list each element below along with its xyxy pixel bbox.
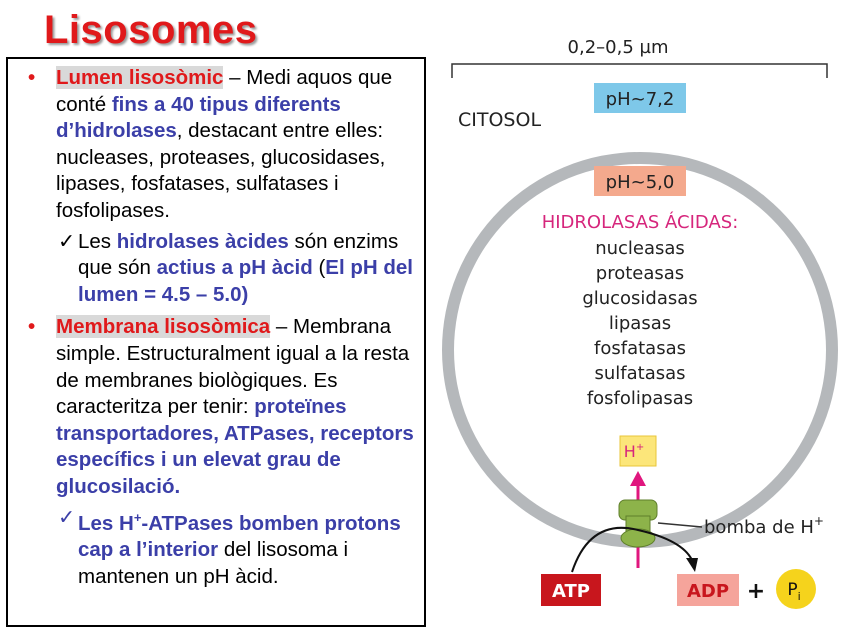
- enzyme-item: proteasas: [596, 263, 684, 284]
- enzyme-item: sulfatasas: [594, 363, 685, 384]
- atp-hydrolysis-arc: [571, 526, 693, 573]
- atpases-sup: +: [133, 509, 142, 525]
- enzyme-item: fosfatasas: [594, 338, 686, 359]
- lysosome-lumen: [454, 164, 826, 536]
- check-icon: ✓: [58, 505, 76, 529]
- atpases-highlight-a: Les H: [78, 511, 134, 535]
- check-icon: ✓: [58, 229, 76, 253]
- membrana-highlight: proteïnes transportadores, ATPases, rece…: [56, 395, 414, 498]
- bullet-dot: •: [28, 315, 36, 339]
- ph-out-label: pH~7,2: [606, 89, 675, 110]
- sub-hidrolases: ✓ Les hidrolases àcides són enzims que s…: [16, 229, 416, 309]
- ph-in-box: [594, 166, 686, 196]
- hidrolasas-title: HIDROLASAS ÁCIDAS:: [542, 211, 739, 233]
- pump-base: [620, 528, 656, 548]
- ph-lumen-highlight: El pH del lumen = 4.5 – 5.0): [78, 256, 413, 306]
- plus-sign: +: [747, 579, 765, 604]
- text-panel: • Lumen lisosòmic – Medi aquos que conté…: [6, 57, 426, 627]
- pi-circle: [776, 569, 816, 609]
- membrana-heading: Membrana lisosòmica: [56, 315, 271, 339]
- bullet-lumen: • Lumen lisosòmic – Medi aquos que conté…: [16, 65, 416, 225]
- hidrolases-text-1: Les: [78, 229, 117, 253]
- membrana-text-1: – Membrana simple. Estructuralment igual…: [56, 315, 410, 419]
- bullet-dot: •: [28, 66, 36, 89]
- ph-out-box: [594, 83, 686, 113]
- enzyme-list: nucleasas proteasas glucosidasas lipasas fos…: [582, 238, 697, 409]
- proton-arrowhead: [630, 471, 646, 486]
- pump-label: bomba de H+: [704, 514, 824, 538]
- bullet-membrana: • Membrana lisosòmica – Membrana simple.…: [16, 314, 416, 500]
- lumen-heading: Lumen lisosòmic: [56, 66, 224, 89]
- enzyme-item: fosfolipasas: [587, 388, 693, 409]
- h-plus-box: [619, 435, 657, 467]
- pi-label: Pi: [787, 580, 800, 603]
- enzyme-item: lipasas: [609, 313, 671, 334]
- arc-arrowhead: [686, 558, 698, 572]
- adp-box: [677, 574, 739, 606]
- lumen-text-2: , destacant entre elles: nucleases, prot…: [56, 119, 386, 222]
- ph-acid-highlight: actius a pH àcid: [156, 256, 313, 280]
- atpases-text: del lisosoma i mantenen un pH àcid.: [78, 537, 349, 588]
- hidrolases-text-3: (: [312, 256, 326, 280]
- hidrolases-highlight: hidrolases àcides: [116, 229, 289, 253]
- atp-label: ATP: [552, 581, 590, 602]
- atp-box: [541, 574, 601, 606]
- citosol-label: CITOSOL: [458, 109, 541, 131]
- scale-bar: [451, 63, 828, 78]
- ph-in-label: pH~5,0: [606, 172, 675, 193]
- lumen-text-1: – Medi aquos que conté: [56, 66, 393, 116]
- adp-label: ADP: [687, 581, 729, 602]
- lysosome-diagram: 0,2–0,5 µm CITOSOL pH~7,2 pH~5,0 HIDROLA…: [442, 37, 838, 609]
- enzyme-item: nucleasas: [595, 238, 685, 259]
- scale-label: 0,2–0,5 µm: [568, 37, 669, 58]
- atpases-highlight-b: -ATPases bomben protons cap a l’interior: [78, 511, 401, 561]
- pump-pointer: [657, 522, 703, 528]
- sub-atpases: ✓ Les H+-ATPases bomben protons cap a l’…: [16, 505, 416, 591]
- page-title: Lisosomes: [44, 8, 258, 52]
- enzyme-item: glucosidasas: [582, 288, 697, 309]
- lumen-highlight: fins a 40 tipus diferents d’hidrolases: [56, 92, 341, 143]
- h-plus-label: H+: [624, 442, 644, 461]
- hidrolases-text-2: són enzims que són: [78, 229, 399, 280]
